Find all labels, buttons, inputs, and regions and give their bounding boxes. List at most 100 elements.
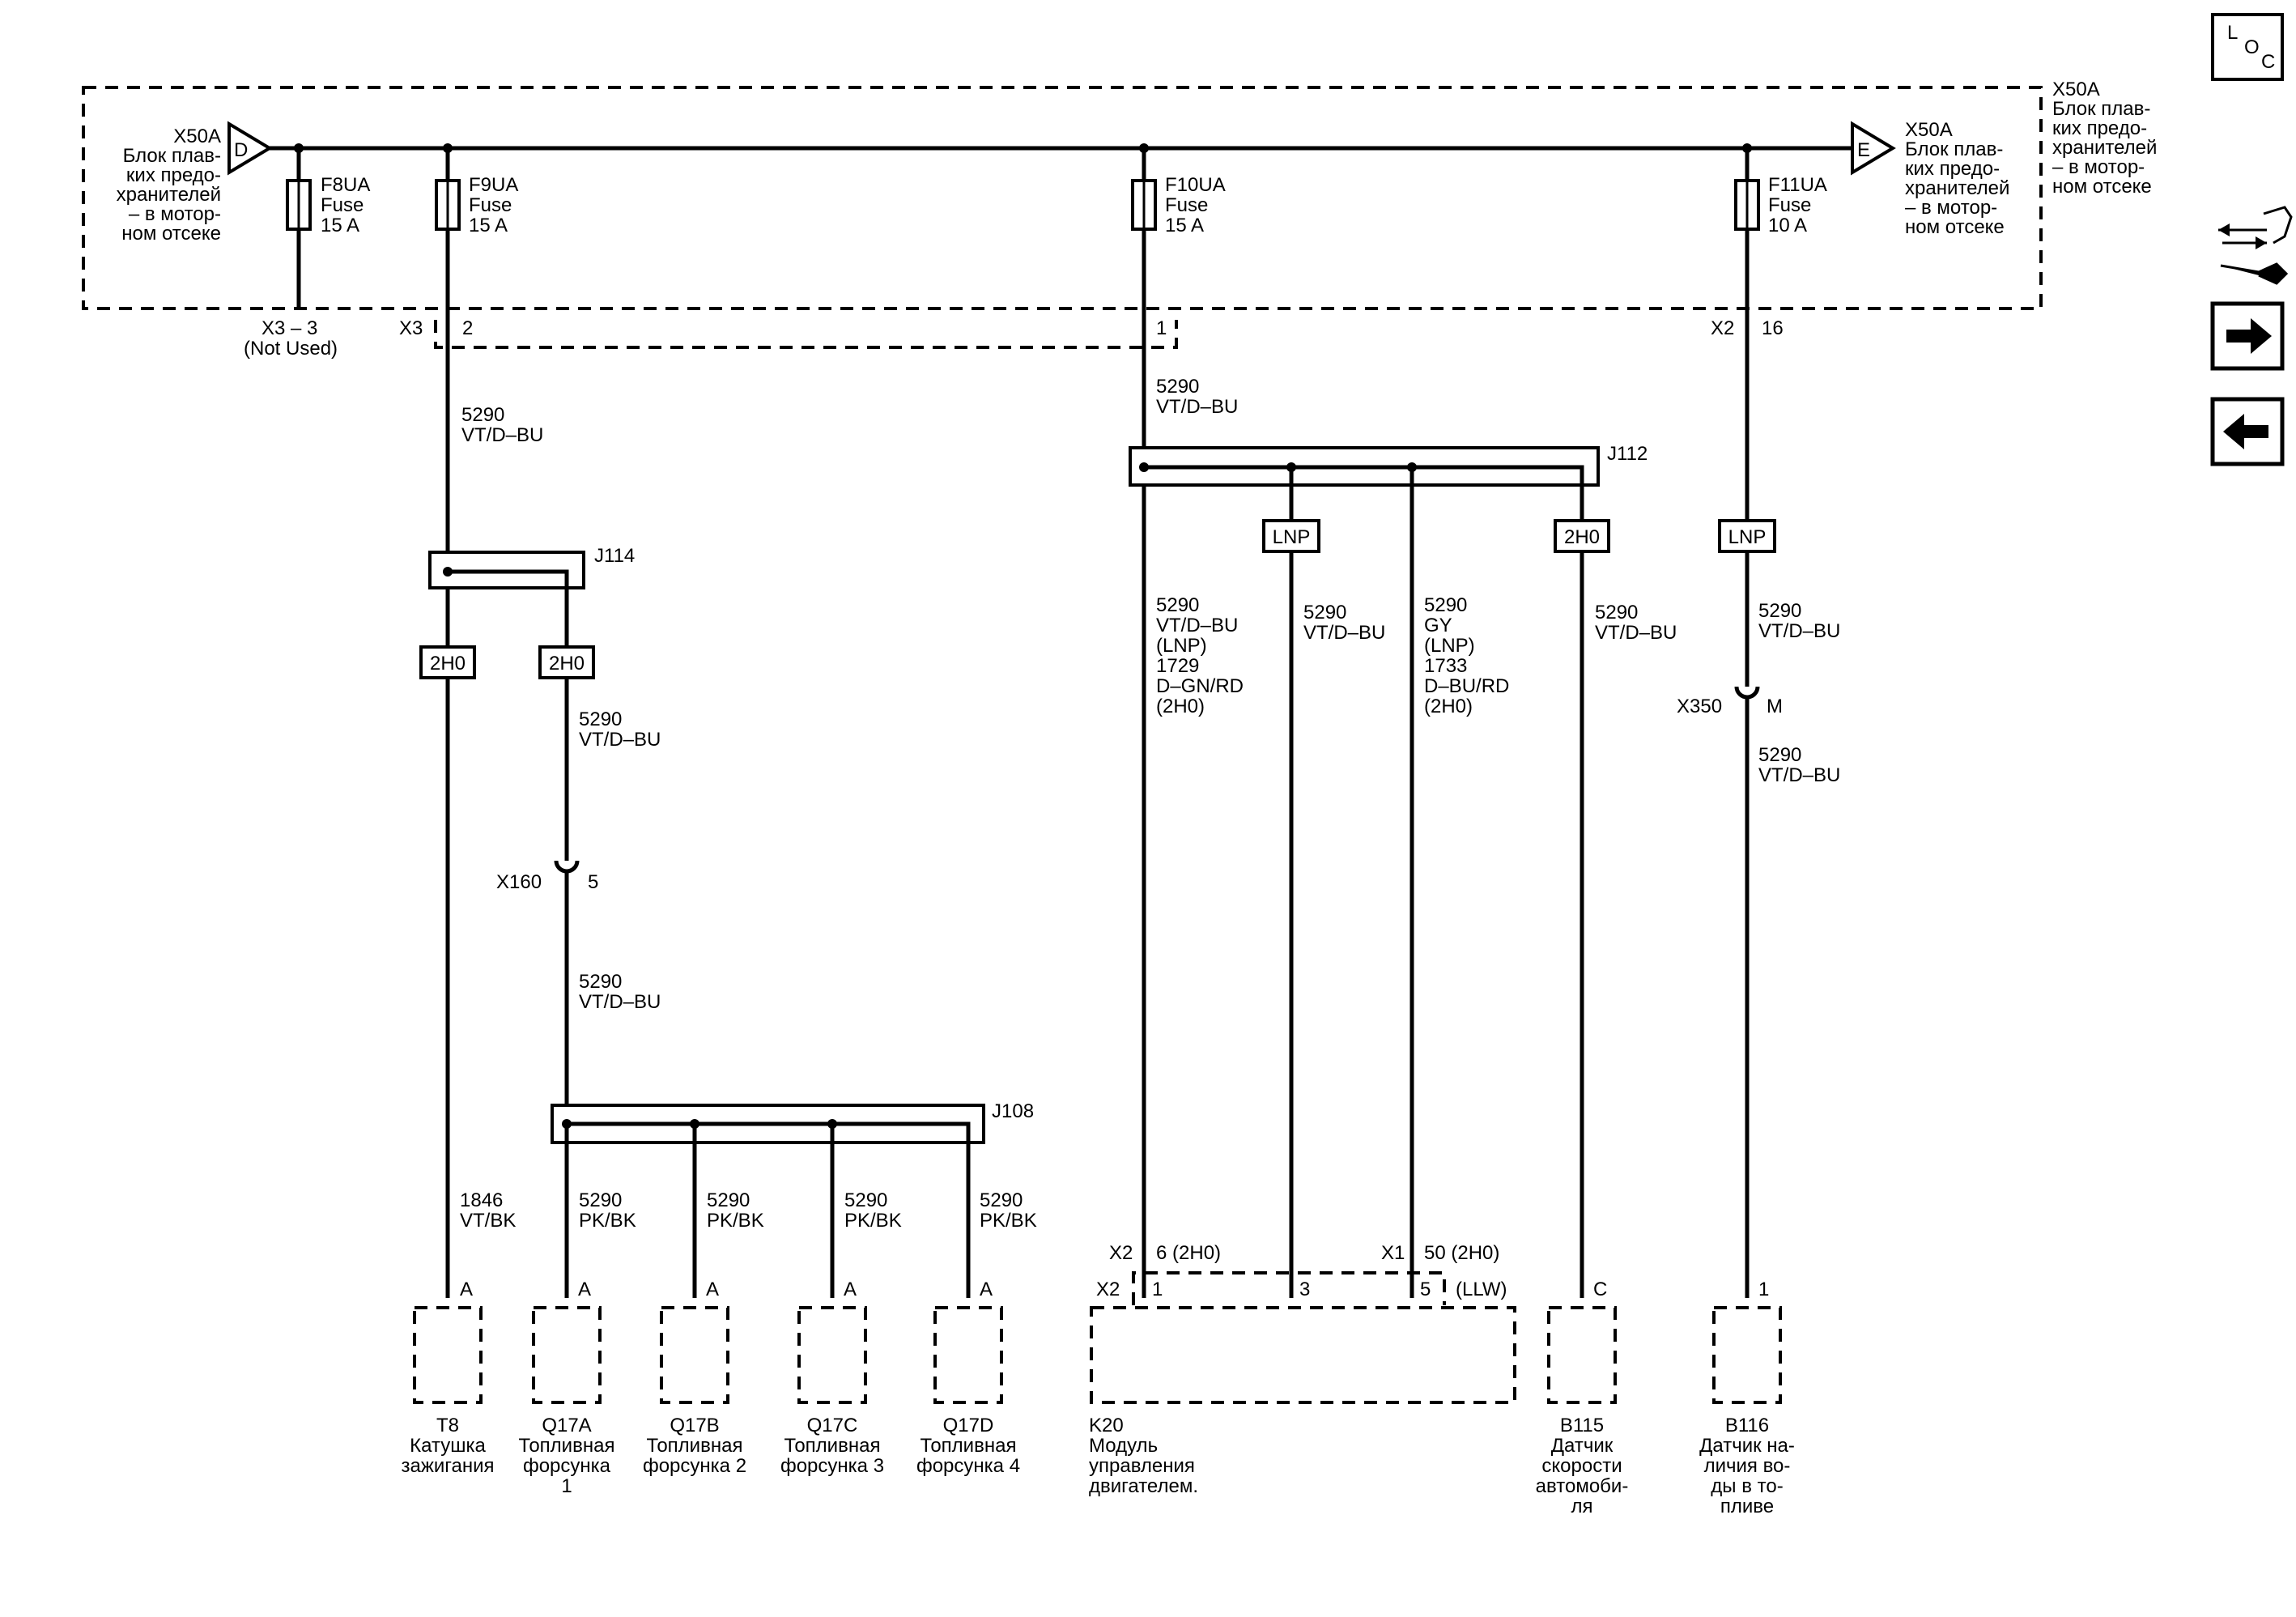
x2-k20-top-label: X2: [1109, 1242, 1133, 1264]
x3-label: X3: [399, 317, 423, 339]
fuse-f8ua[interactable]: F8UA Fuse 15 A: [286, 148, 370, 310]
text-line: Топливная: [519, 1435, 615, 1457]
text-line: 5290: [707, 1189, 750, 1211]
j108-label: J108: [992, 1100, 1034, 1122]
connector-x350[interactable]: X350 M: [1677, 679, 1783, 717]
fuse-f10ua[interactable]: F10UA Fuse 15 A: [1131, 148, 1226, 1298]
loc-icon[interactable]: L O C: [2211, 13, 2284, 81]
connector-x160[interactable]: X160 5: [496, 845, 598, 1113]
text-line: автомоби-: [1536, 1475, 1629, 1497]
text-line: VT/D–BU: [1758, 620, 1840, 642]
text-line: X50A: [2052, 79, 2100, 100]
k20-pin1: 1: [1152, 1279, 1163, 1300]
text-line: форсунка: [523, 1455, 611, 1477]
connector-wrench-icon[interactable]: [2218, 206, 2293, 285]
splice-j112[interactable]: J112: [1129, 443, 1648, 521]
text-line: Q17C: [807, 1415, 858, 1436]
component-q17c[interactable]: A: [797, 1279, 867, 1404]
option-2h0-j114-right: 2H0: [538, 645, 595, 679]
fuse-block-pin-d[interactable]: D: [227, 121, 273, 176]
text-line: Модуль: [1089, 1435, 1158, 1457]
text-line: ля: [1571, 1496, 1593, 1517]
x3-pin2: 2: [462, 317, 473, 339]
q17b-pin: A: [706, 1279, 719, 1300]
text-line: VT/BK: [460, 1210, 516, 1232]
fuse-block-pin-e[interactable]: E: [1851, 121, 1896, 176]
x350-pin: M: [1767, 696, 1783, 717]
text-line: скорости: [1541, 1455, 1622, 1477]
text-line: 5290: [980, 1189, 1023, 1211]
text-line: GY: [1424, 615, 1452, 636]
text-line: 1733: [1424, 655, 1467, 677]
fuse-f9ua[interactable]: F9UA Fuse 15 A: [435, 148, 518, 1298]
text-line: (2H0): [1156, 696, 1205, 717]
text-line: ких предо-: [126, 164, 221, 186]
text-line: 5290: [579, 709, 622, 730]
text-line: ном отсеке: [1905, 216, 2005, 238]
fuse-f8ua-name: F8UA: [321, 174, 370, 196]
text-line: X50A: [173, 126, 221, 147]
q17d-pin: A: [980, 1279, 993, 1300]
component-t8[interactable]: A: [413, 1279, 483, 1404]
k20-pin5: 5: [1420, 1279, 1431, 1300]
text-line: ды в то-: [1711, 1475, 1783, 1497]
component-k20[interactable]: [1090, 1306, 1516, 1404]
text-line: форсунка 4: [916, 1455, 1020, 1477]
text-line: 5290: [461, 404, 504, 426]
text-line: Q17B: [670, 1415, 719, 1436]
text-line: – в мотор-: [129, 203, 221, 225]
text-line: (LNP): [1156, 635, 1207, 657]
text-line: зажигания: [401, 1455, 494, 1477]
text-line: D–GN/RD: [1156, 675, 1244, 697]
text-line: X50A: [1905, 119, 1953, 141]
x3-3-label: X3 – 3: [261, 317, 317, 339]
text-line: D–BU/RD: [1424, 675, 1509, 697]
component-q17a[interactable]: A: [532, 1279, 602, 1404]
b116-pin: 1: [1758, 1279, 1769, 1300]
fuse-f10ua-type: Fuse: [1165, 194, 1208, 216]
j112-label: J112: [1607, 443, 1648, 465]
fuse-f11ua[interactable]: F11UA Fuse 10 A: [1734, 148, 1827, 1298]
component-q17d[interactable]: A: [933, 1279, 1003, 1404]
connector-x3[interactable]: X3 2 1: [399, 317, 1178, 349]
splice-j108[interactable]: J108: [551, 1100, 1034, 1298]
fuse-f10ua-name: F10UA: [1165, 174, 1226, 196]
text-line: пливе: [1720, 1496, 1774, 1517]
arrow-left-icon[interactable]: [2210, 397, 2285, 466]
connector-k20-x2-x1[interactable]: X2 1 3 5 (LLW): [1096, 1271, 1507, 1305]
text-line: 5290: [1156, 594, 1199, 616]
text-line: VT/D–BU: [1303, 622, 1385, 644]
arrow-right-icon[interactable]: [2210, 301, 2285, 371]
text-line: Блок плав-: [1905, 138, 2003, 160]
fuse-f9ua-rating: 15 A: [469, 215, 508, 236]
component-b116[interactable]: 1: [1712, 1279, 1782, 1404]
text-line: личия во-: [1704, 1455, 1791, 1477]
splice-j114[interactable]: J114: [428, 545, 635, 653]
text-line: VT/D–BU: [461, 424, 543, 446]
text-line: 5290: [579, 1189, 622, 1211]
component-b115[interactable]: C: [1547, 1279, 1617, 1404]
text-line: хранителей: [117, 184, 221, 206]
svg-text:2H0: 2H0: [549, 653, 585, 674]
fuse-block-pin-d-label: D: [234, 139, 248, 161]
text-line: VT/D–BU: [579, 991, 661, 1013]
k20-pin3: 3: [1299, 1279, 1310, 1300]
fuse-f9ua-type: Fuse: [469, 194, 512, 216]
j114-label: J114: [594, 545, 635, 567]
text-line: VT/D–BU: [1156, 615, 1238, 636]
component-q17b[interactable]: A: [660, 1279, 729, 1404]
text-line: 5290: [844, 1189, 887, 1211]
option-2h0-t8: 2H0: [419, 645, 476, 679]
text-line: Топливная: [784, 1435, 881, 1457]
